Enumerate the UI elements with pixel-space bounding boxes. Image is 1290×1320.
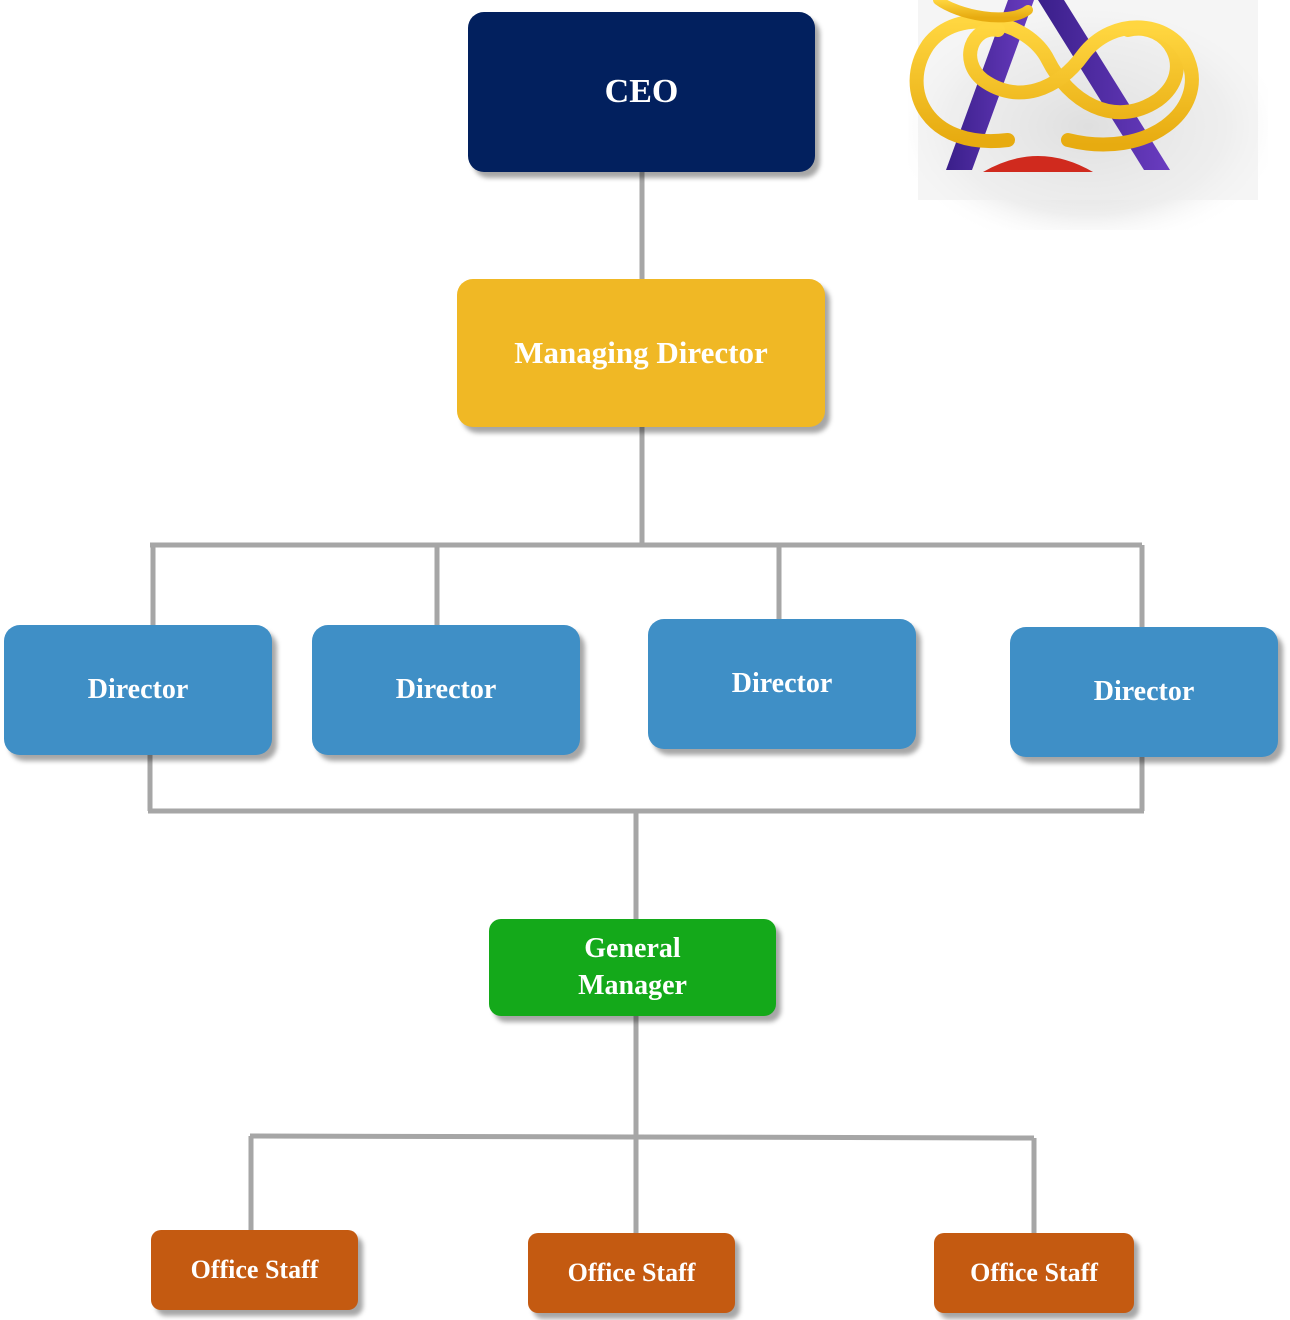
office-staff-label-3: Office Staff (970, 1258, 1098, 1288)
ceo-node: CEO (468, 12, 815, 172)
ceo-label: CEO (604, 72, 679, 110)
office-staff-node-3: Office Staff (934, 1233, 1134, 1313)
office-staff-label-1: Office Staff (190, 1255, 319, 1285)
director-node-4: Director (1010, 627, 1278, 757)
general-manager-node: General Manager (489, 919, 776, 1016)
general-manager-label-line2: Manager (578, 969, 687, 1001)
office-staff-node-2: Office Staff (528, 1233, 735, 1313)
managing-director-node: Managing Director (457, 279, 825, 427)
director-node-2: Director (312, 625, 580, 755)
general-manager-label-line1: General (584, 933, 681, 965)
director-label-4: Director (1093, 675, 1195, 707)
director-label-3: Director (731, 667, 833, 699)
director-node-3: Director (648, 619, 916, 749)
connector-staff-bus (249, 1133, 1035, 1141)
director-node-1: Director (4, 625, 272, 755)
office-staff-label-2: Office Staff (567, 1258, 696, 1288)
director-label-2: Director (395, 673, 497, 705)
managing-director-label: Managing Director (514, 334, 768, 370)
company-logo (908, 0, 1268, 230)
director-label-1: Director (87, 673, 189, 705)
office-staff-node-1: Office Staff (151, 1230, 358, 1310)
